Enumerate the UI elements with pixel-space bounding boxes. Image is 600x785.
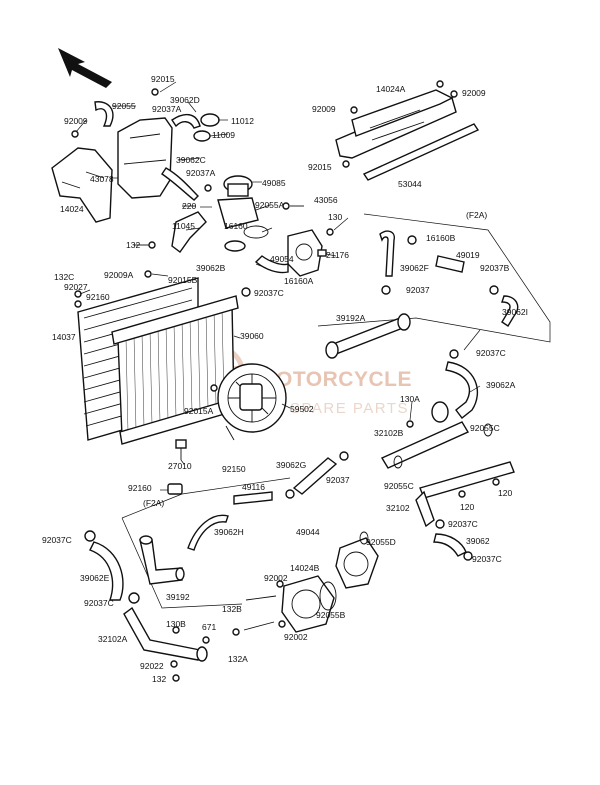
label-39192a: 39192A: [336, 313, 366, 323]
label-39192: 39192: [166, 592, 190, 602]
label-92037-b: 92037: [406, 285, 430, 295]
label-14024: 14024: [60, 204, 84, 214]
thermostat-assembly: [241, 202, 334, 297]
f2a-inset: [317, 213, 551, 359]
label-130b: 130B: [166, 619, 186, 629]
label-14024b: 14024B: [290, 563, 320, 573]
label-43056: 43056: [314, 195, 338, 205]
label-11012: 11012: [231, 116, 254, 126]
label-92037-a: 92037: [326, 475, 350, 485]
label-32102a: 32102A: [98, 634, 128, 644]
reservoir-assembly: [51, 88, 269, 253]
label-21176: 21176: [326, 250, 349, 260]
label-92015-a: 92015: [151, 74, 175, 84]
label-92055c-a: 92055C: [470, 423, 500, 433]
label-220: 220: [182, 201, 196, 211]
label-92037c-f: 92037C: [472, 554, 502, 564]
label-11045: 11045: [172, 221, 195, 231]
label-92002-a: 92002: [264, 573, 288, 583]
label-14037: 14037: [52, 332, 76, 342]
label-92002-b: 92002: [284, 632, 308, 642]
label-92037c-d: 92037C: [476, 348, 506, 358]
radiator-cover: [335, 80, 480, 181]
label-39062f: 39062F: [400, 263, 429, 273]
label-92160-b: 92160: [128, 483, 152, 493]
label-39060: 39060: [240, 331, 264, 341]
label-92037c-c: 92037C: [84, 598, 114, 608]
label-92015b: 92015B: [168, 275, 198, 285]
label-92015-b: 92015: [308, 162, 332, 172]
label-32102: 32102: [386, 503, 410, 513]
label-39062a: 39062A: [486, 380, 516, 390]
label-16160a: 16160A: [284, 276, 314, 286]
label-92055c-b: 92055C: [384, 481, 414, 491]
label-92015a: 92015A: [184, 406, 214, 416]
label-132b: 132B: [222, 604, 242, 614]
leader-lines: [75, 81, 481, 491]
label-16160b: 16160B: [426, 233, 456, 243]
label-49116: 49116: [242, 482, 265, 492]
label-14024a: 14024A: [376, 84, 406, 94]
label-53044: 53044: [398, 179, 422, 189]
water-pipe-assembly: [380, 349, 515, 561]
water-pump: [243, 531, 379, 633]
label-39062: 39062: [466, 536, 490, 546]
label-92037a-b: 92037A: [186, 168, 216, 178]
label-49054: 49054: [270, 254, 294, 264]
label-92055: 92055: [112, 101, 136, 111]
label-92037b: 92037B: [480, 263, 510, 273]
label-130: 130: [328, 212, 342, 222]
label-f2a-b: (F2A): [466, 210, 487, 220]
label-132a: 132A: [228, 654, 248, 664]
label-39062b: 39062B: [196, 263, 226, 273]
label-49085: 49085: [262, 178, 286, 188]
watermark-line2: SPARE PARTS: [290, 400, 409, 417]
label-92037c-e: 92037C: [448, 519, 478, 529]
label-92009a: 92009A: [104, 270, 134, 280]
label-130a: 130A: [400, 394, 420, 404]
part-labels: 92015 92055 39062D 92037A 11012 11009 92…: [42, 74, 528, 684]
label-92009-b: 92009: [312, 104, 336, 114]
label-92037c-a: 92037C: [254, 288, 284, 298]
direction-arrow-icon: [58, 48, 112, 88]
watermark-line1: MOTORCYCLE: [258, 368, 412, 391]
label-32102b: 32102B: [374, 428, 404, 438]
label-39062h: 39062H: [214, 527, 244, 537]
label-92055a: 92055A: [255, 200, 285, 210]
label-49044: 49044: [296, 527, 320, 537]
label-11009: 11009: [212, 130, 235, 140]
label-92037a-a: 92037A: [152, 104, 182, 114]
label-39062g: 39062G: [276, 460, 306, 470]
label-39062e: 39062E: [80, 573, 110, 583]
radiator: [74, 270, 287, 495]
label-f2a-a: (F2A): [143, 498, 164, 508]
label-92160-a: 92160: [86, 292, 110, 302]
label-120-a: 120: [460, 502, 474, 512]
f2a-inset-bottom: [121, 451, 349, 609]
label-92150: 92150: [222, 464, 246, 474]
label-59502: 59502: [290, 404, 314, 414]
label-49019: 49019: [456, 250, 480, 260]
label-43078: 43078: [90, 174, 114, 184]
label-16160: 16160: [224, 221, 248, 231]
label-132-b: 132: [152, 674, 166, 684]
label-39062d: 39062D: [170, 95, 200, 105]
label-39062c: 39062C: [176, 155, 206, 165]
label-92009-a: 92009: [64, 116, 88, 126]
label-671: 671: [202, 622, 216, 632]
label-132c: 132C: [54, 272, 74, 282]
label-92022: 92022: [140, 661, 164, 671]
label-132-a: 132: [126, 240, 140, 250]
label-27010: 27010: [168, 461, 192, 471]
label-92055d: 92055D: [366, 537, 396, 547]
label-92055b: 92055B: [316, 610, 346, 620]
label-92009-c: 92009: [462, 88, 486, 98]
lower-hose-assembly: [84, 530, 240, 682]
label-92037c-b: 92037C: [42, 535, 72, 545]
label-39062i: 39062I: [502, 307, 528, 317]
label-120-b: 120: [498, 488, 512, 498]
label-92027: 92027: [64, 282, 88, 292]
